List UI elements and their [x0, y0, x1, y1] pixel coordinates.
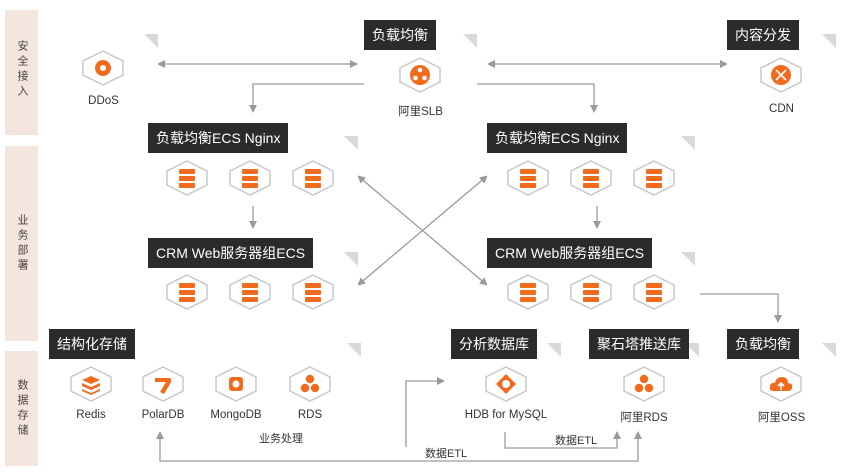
- server-icon: [164, 272, 210, 312]
- server-icon: [290, 158, 336, 198]
- slb-node-fold: [463, 34, 477, 48]
- slb-label: 阿里SLB: [398, 106, 443, 118]
- analytics-db-fold: [547, 343, 561, 357]
- ddos-node-fold: [144, 34, 158, 48]
- wire-crm-oss: [700, 293, 782, 323]
- rds-icon: [287, 364, 333, 404]
- ddos-label: DDoS: [88, 95, 119, 107]
- push-db-title: 聚石塔推送库: [589, 329, 689, 359]
- crm-right-fold: [681, 252, 695, 266]
- server-icon: [227, 158, 273, 198]
- analytics-db-title: 分析数据库: [451, 329, 537, 359]
- server-icon: [505, 158, 551, 198]
- section-band-storage: 数据存储: [5, 351, 38, 466]
- rds-icon: [621, 364, 667, 404]
- section-band-business: 业务部署: [5, 146, 38, 341]
- server-icon: [631, 158, 677, 198]
- shield-gear-icon: [80, 48, 126, 88]
- slb-title: 负载均衡: [364, 20, 436, 50]
- section-label-business: 业务部署: [16, 214, 28, 274]
- section-band-security: 安全接入: [5, 10, 38, 135]
- server-icon: [568, 272, 614, 312]
- wire-slb-nginx-left: [249, 83, 396, 113]
- structured-storage-fold: [347, 343, 361, 357]
- section-label-storage: 数据存储: [16, 379, 28, 439]
- redis-label: Redis: [76, 409, 106, 421]
- hdb-label: HDB for MySQL: [464, 409, 548, 421]
- structured-storage-title: 结构化存储: [49, 329, 135, 359]
- load-balancer-icon: [397, 55, 443, 95]
- cdn-node-fold: [822, 34, 836, 48]
- nginx-left-title: 负载均衡ECS Nginx: [148, 123, 289, 153]
- server-icon: [227, 272, 273, 312]
- wire-slb-nginx-right: [452, 83, 598, 113]
- network-icon: [758, 55, 804, 95]
- cloud-upload-icon: [758, 364, 804, 404]
- polardb-label: PolarDB: [141, 409, 185, 421]
- mongodb-label: MongoDB: [210, 409, 262, 421]
- edge-label-etl-2: 数据ETL: [555, 435, 598, 447]
- analytics-icon: [483, 364, 529, 404]
- crm-right-title: CRM Web服务器组ECS: [487, 238, 653, 268]
- wire-cross-2: [357, 175, 488, 286]
- edge-label-etl-1: 数据ETL: [425, 448, 468, 460]
- oss-title: 负载均衡: [727, 329, 799, 359]
- mongodb-icon: [213, 364, 259, 404]
- redis-icon: [68, 364, 114, 404]
- oss-node-fold: [822, 343, 836, 357]
- wire-biz-process: [405, 377, 445, 447]
- oss-label: 阿里OSS: [757, 412, 806, 424]
- nginx-right-title: 负载均衡ECS Nginx: [487, 123, 628, 153]
- nginx-right-fold: [681, 136, 695, 150]
- ali-rds-label: 阿里RDS: [620, 412, 668, 424]
- server-icon: [631, 272, 677, 312]
- server-icon: [290, 272, 336, 312]
- wire-etl-1: [156, 431, 642, 462]
- polardb-icon: [140, 364, 186, 404]
- cdn-title: 内容分发: [727, 20, 799, 50]
- server-icon: [505, 272, 551, 312]
- crm-left-title: CRM Web服务器组ECS: [148, 238, 314, 268]
- edge-label-biz-process: 业务处理: [259, 433, 303, 445]
- server-icon: [568, 158, 614, 198]
- server-icon: [164, 158, 210, 198]
- cdn-label: CDN: [769, 103, 794, 115]
- nginx-left-fold: [344, 136, 358, 150]
- rds-label: RDS: [297, 409, 323, 421]
- section-label-security: 安全接入: [16, 40, 28, 100]
- wire-etl-2: [504, 431, 621, 449]
- crm-left-fold: [344, 252, 358, 266]
